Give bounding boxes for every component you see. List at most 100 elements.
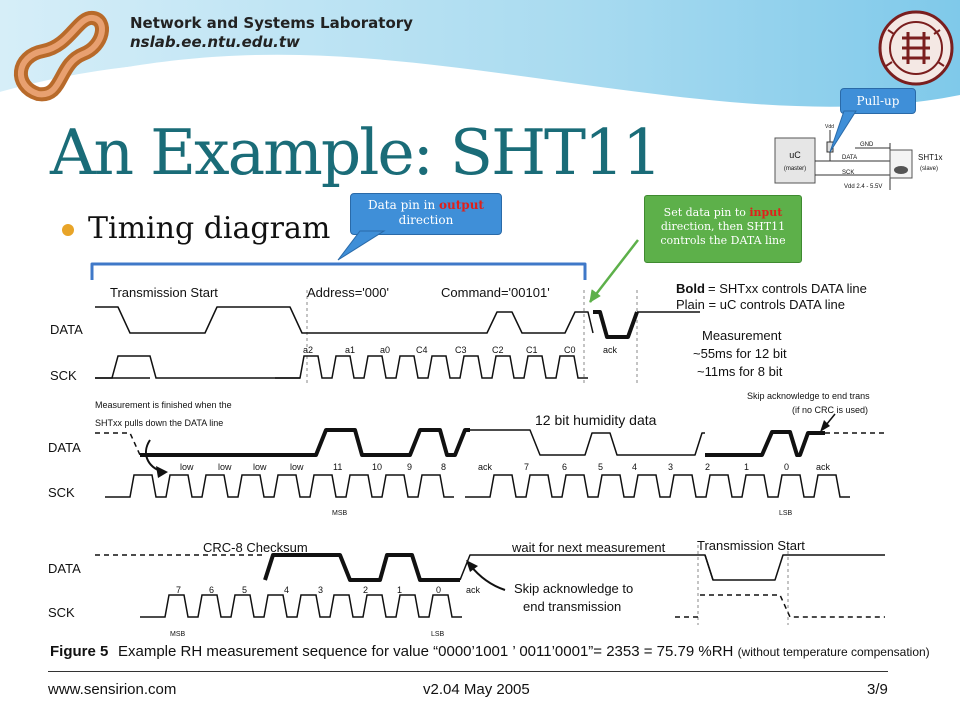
- bracket: [90, 262, 587, 280]
- row3-bit-7: 0: [436, 585, 441, 595]
- footer-rule: [48, 671, 888, 672]
- row2-skip2: (if no CRC is used): [792, 405, 868, 415]
- row1-bit-7: C0: [564, 345, 576, 355]
- row2-bit-2: low: [253, 462, 267, 472]
- row2-bit-11: 5: [598, 462, 603, 472]
- measurement-line3: ~11ms for 8 bit: [697, 364, 783, 379]
- callout-data-pin-post: direction: [398, 213, 454, 227]
- callout-pull-up-pointer: [829, 110, 857, 153]
- row2-skip1: Skip acknowledge to end trans: [747, 391, 870, 401]
- row1-data-label: DATA: [50, 322, 83, 337]
- row2-humidity: 12 bit humidity data: [535, 412, 657, 428]
- row1-bit-0: a2: [303, 345, 313, 355]
- callout-data-pin-pointer: [337, 230, 386, 261]
- row2-sck-label: SCK: [48, 485, 75, 500]
- row1-bit-2: a0: [380, 345, 390, 355]
- row3-lsb: LSB: [431, 631, 445, 638]
- row2-bit-12: 4: [632, 462, 637, 472]
- row1-sck-start: [95, 355, 300, 379]
- row1-bit-8: ack: [603, 345, 618, 355]
- row3-wait: wait for next measurement: [511, 540, 666, 555]
- callout-set-em: input: [749, 206, 783, 219]
- row3-bit-4: 3: [318, 585, 323, 595]
- legend-plain: Plain = uC controls DATA line: [676, 297, 845, 312]
- measurement-line1: Measurement: [702, 328, 782, 343]
- row2-bit-7: 8: [441, 462, 446, 472]
- bullet-timing-diagram: Timing diagram: [88, 211, 331, 246]
- legend-bold-rest: = SHTxx controls DATA line: [708, 281, 867, 296]
- row3-bit-3: 4: [284, 585, 289, 595]
- row2-bit-16: 0: [784, 462, 789, 472]
- callout-data-pin-em: output: [439, 198, 484, 212]
- uc-master-label: (master): [784, 166, 806, 172]
- uc-box: [774, 137, 816, 184]
- row3-msb: MSB: [170, 631, 186, 638]
- row2-bit-9: 7: [524, 462, 529, 472]
- university-seal-icon: [878, 10, 954, 86]
- row1-address: Address='000': [307, 285, 389, 300]
- row3-skip1: Skip acknowledge to: [514, 581, 633, 596]
- row2-data-label: DATA: [48, 440, 81, 455]
- row2-bit-6: 9: [407, 462, 412, 472]
- circuit-data-label: DATA: [842, 155, 857, 161]
- circuit-sck-label: SCK: [842, 170, 854, 176]
- row3-sck-label: SCK: [48, 605, 75, 620]
- row2-msb: MSB: [332, 510, 348, 517]
- row1-command: Command='00101': [441, 285, 550, 300]
- footer-center: v2.04 May 2005: [423, 681, 530, 698]
- row2-bit-4: 11: [333, 462, 342, 472]
- footer-left: www.sensirion.com: [48, 681, 177, 698]
- row2-bit-8: ack: [478, 462, 493, 472]
- row2-bit-0: low: [180, 462, 194, 472]
- row3-sck-pulses: [140, 594, 462, 618]
- row2-sck-pulses-b: [465, 474, 850, 498]
- row1-sck-pulses: [275, 355, 588, 379]
- green-arrow: [589, 239, 639, 303]
- row3-bit-6: 1: [397, 585, 402, 595]
- figure-caption: Example RH measurement sequence for valu…: [118, 643, 930, 660]
- footer-right: 3/9: [867, 681, 888, 698]
- vdd-label: Vdd: [825, 124, 834, 130]
- sensor-slave-label: (slave): [920, 166, 938, 172]
- slide-title: An Example: SHT11: [50, 116, 662, 189]
- row1-bit-4: C3: [455, 345, 467, 355]
- row1-bit-1: a1: [345, 345, 355, 355]
- figure-caption-small: (without temperature compensation): [737, 645, 930, 659]
- row2-note2: SHTxx pulls down the DATA line: [95, 418, 223, 428]
- lab-name: Network and Systems Laboratory: [130, 14, 413, 32]
- row3-bit-8: ack: [466, 585, 481, 595]
- row3-data-label: DATA: [48, 561, 81, 576]
- callout-data-pin-pre: Data pin in: [368, 198, 440, 212]
- callout-pull-up: Pull-up: [840, 88, 916, 114]
- row1-bit-5: C2: [492, 345, 504, 355]
- callout-data-pin-output: Data pin in output direction: [350, 193, 502, 235]
- row1-data-bold: [593, 310, 639, 339]
- row3-bit-1: 6: [209, 585, 214, 595]
- row3-data-line: [459, 554, 885, 581]
- row2-bit-14: 2: [705, 462, 710, 472]
- sck-clock-pulses: [95, 355, 885, 618]
- legend-bold: Bold: [676, 281, 705, 296]
- row2-bit-13: 3: [668, 462, 673, 472]
- callout-set-pre: Set data pin to: [663, 206, 750, 219]
- row2-bit-15: 1: [744, 462, 749, 472]
- uc-label: uC: [789, 150, 801, 160]
- sensor-label: SHT1x: [918, 153, 942, 162]
- row2-bit-5: 10: [372, 462, 382, 472]
- lab-logo-icon: [14, 11, 109, 102]
- row2-data-line: [470, 429, 705, 456]
- row3-data-bold: [263, 553, 460, 582]
- measurement-line2: ~55ms for 12 bit: [693, 346, 787, 361]
- row3-transmission-start: Transmission Start: [697, 538, 805, 553]
- row3-crc: CRC-8 Checksum: [203, 540, 308, 555]
- row2-bit-3: low: [290, 462, 304, 472]
- row2-bit-17: ack: [816, 462, 831, 472]
- figure-label: Figure 5: [50, 643, 109, 660]
- lab-url: nslab.ee.ntu.edu.tw: [130, 33, 300, 51]
- callout-set-post1: direction, then SHT11: [660, 219, 786, 233]
- vdd-range-label: Vdd 2.4 - 5.5V: [844, 184, 882, 190]
- figure-caption-main: Example RH measurement sequence for valu…: [118, 643, 738, 660]
- row2-data-bold: [140, 428, 470, 457]
- row2-sck-pulses-a: [105, 474, 454, 498]
